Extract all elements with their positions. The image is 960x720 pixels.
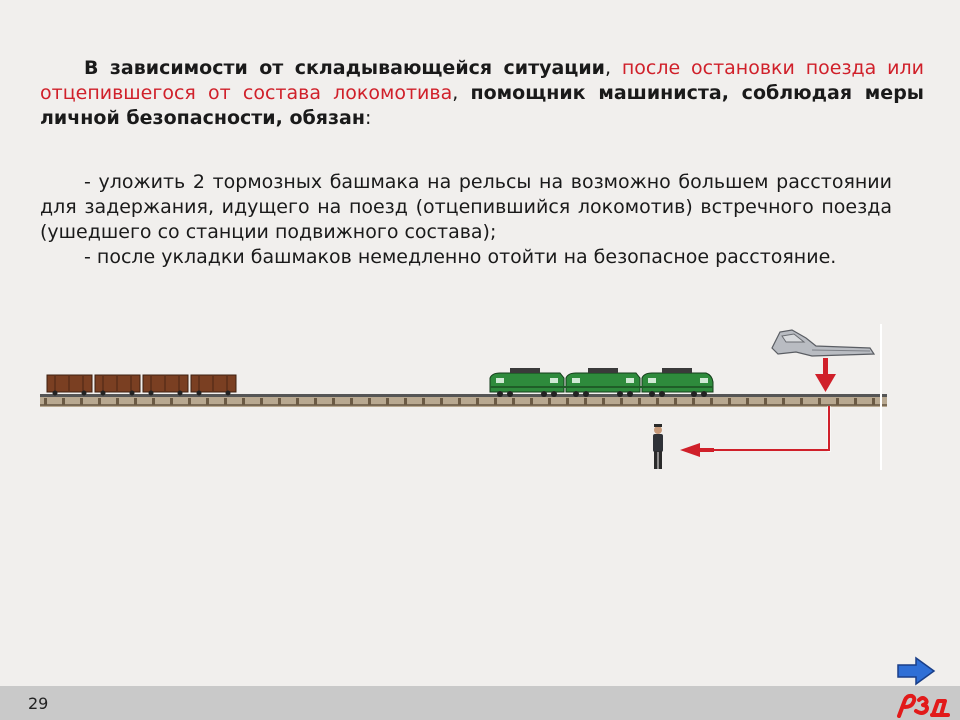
footer-bar: 29 (0, 686, 960, 720)
heading-part3: помощник машиниста, соблюдая меры личной… (40, 82, 924, 129)
instruction-list: - уложить 2 тормозных башмака на рельсы … (40, 170, 892, 270)
placement-arrow-icon (815, 358, 836, 392)
heading-comma1: , (605, 57, 622, 79)
heading-part2: после остановки поезда или отцепившегося… (40, 57, 924, 104)
retreat-arrow-icon (680, 406, 830, 457)
rzd-logo (897, 693, 950, 718)
heading-colon: : (364, 107, 372, 129)
heading-comma2: , (452, 82, 471, 104)
railway-track (40, 394, 887, 407)
heading-part1: В зависимости от складывающейся ситуации (84, 57, 605, 79)
instruction-item: - уложить 2 тормозных башмака на рельсы … (40, 171, 892, 243)
brake-shoe-icon (771, 329, 876, 357)
instruction-item: - после укладки башмаков немедленно отой… (84, 246, 837, 268)
page-number: 29 (28, 694, 49, 713)
railway-illustration (40, 324, 887, 470)
locomotive (489, 368, 714, 397)
arrow-right-icon[interactable] (896, 656, 936, 686)
slide-heading: В зависимости от складывающейся ситуации… (40, 56, 924, 131)
assistant-driver-figure (653, 424, 663, 469)
freight-wagons (46, 374, 237, 396)
